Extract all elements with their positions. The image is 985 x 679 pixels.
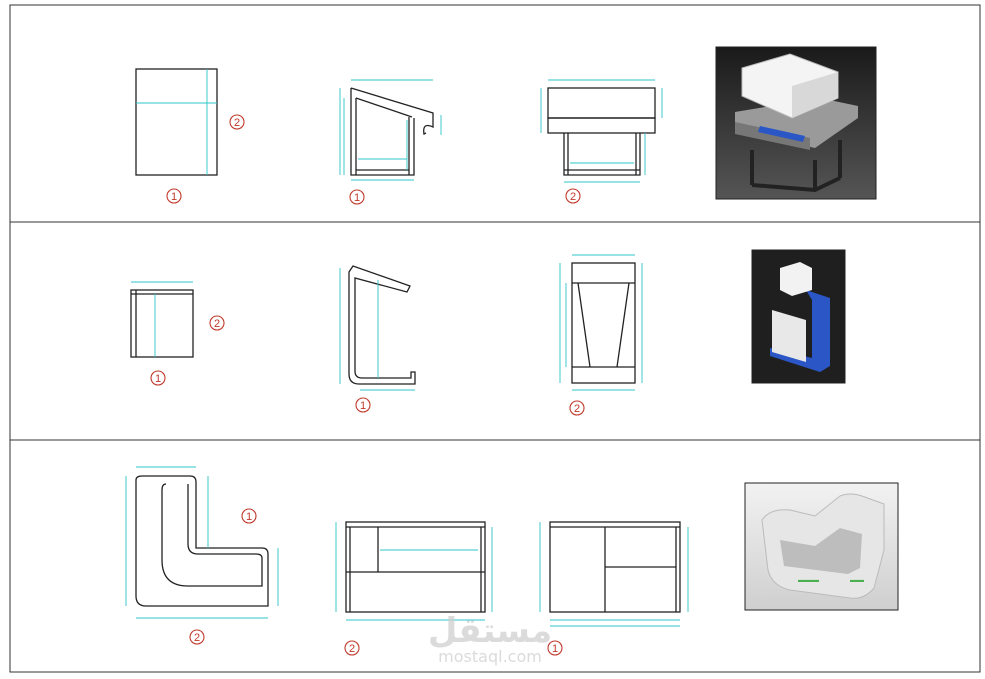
- svg-text:1: 1: [171, 191, 177, 203]
- svg-text:2: 2: [574, 403, 580, 415]
- row2-side-view: [339, 265, 416, 391]
- row2-front-view: [559, 254, 643, 391]
- svg-text:2: 2: [194, 632, 200, 644]
- row2-render-image: [751, 249, 846, 384]
- render-brand-mark: ▬▬: [850, 577, 864, 584]
- view-marker: 2: [569, 400, 585, 416]
- view-marker: 1: [355, 397, 371, 413]
- svg-text:1: 1: [354, 192, 360, 204]
- view-marker: 2: [189, 629, 205, 645]
- row3-front-view-a: [335, 521, 493, 621]
- row3-top-view: [125, 466, 279, 619]
- row1-front-view: [540, 79, 663, 183]
- view-marker: 1: [349, 189, 365, 205]
- svg-text:2: 2: [234, 117, 240, 129]
- svg-text:1: 1: [552, 643, 558, 655]
- view-marker: 1: [241, 508, 257, 524]
- view-marker: 1: [150, 370, 166, 386]
- svg-text:2: 2: [349, 643, 355, 655]
- row2-top-view: [130, 281, 194, 358]
- watermark-logo: مستقل: [428, 611, 552, 651]
- view-marker: 2: [344, 640, 360, 656]
- svg-text:1: 1: [246, 511, 252, 523]
- row1-top-view: [135, 68, 218, 176]
- row1-render-image: [715, 46, 877, 200]
- view-marker: 1: [166, 188, 182, 204]
- view-marker: 2: [209, 315, 225, 331]
- render-brand-mark: ▬▬▬: [798, 577, 819, 584]
- row1-side-view: [339, 79, 442, 181]
- svg-text:1: 1: [155, 373, 161, 385]
- svg-text:2: 2: [570, 191, 576, 203]
- sheet-frame: [9, 4, 981, 673]
- watermark-site: mostaql.com: [438, 647, 542, 666]
- view-marker: 2: [229, 114, 245, 130]
- row3-render-image: ▬▬▬ ▬▬: [744, 482, 899, 611]
- row3-front-view-b: [539, 521, 689, 627]
- svg-text:2: 2: [214, 318, 220, 330]
- svg-text:1: 1: [360, 400, 366, 412]
- view-marker: 2: [565, 188, 581, 204]
- view-marker: 1: [547, 640, 563, 656]
